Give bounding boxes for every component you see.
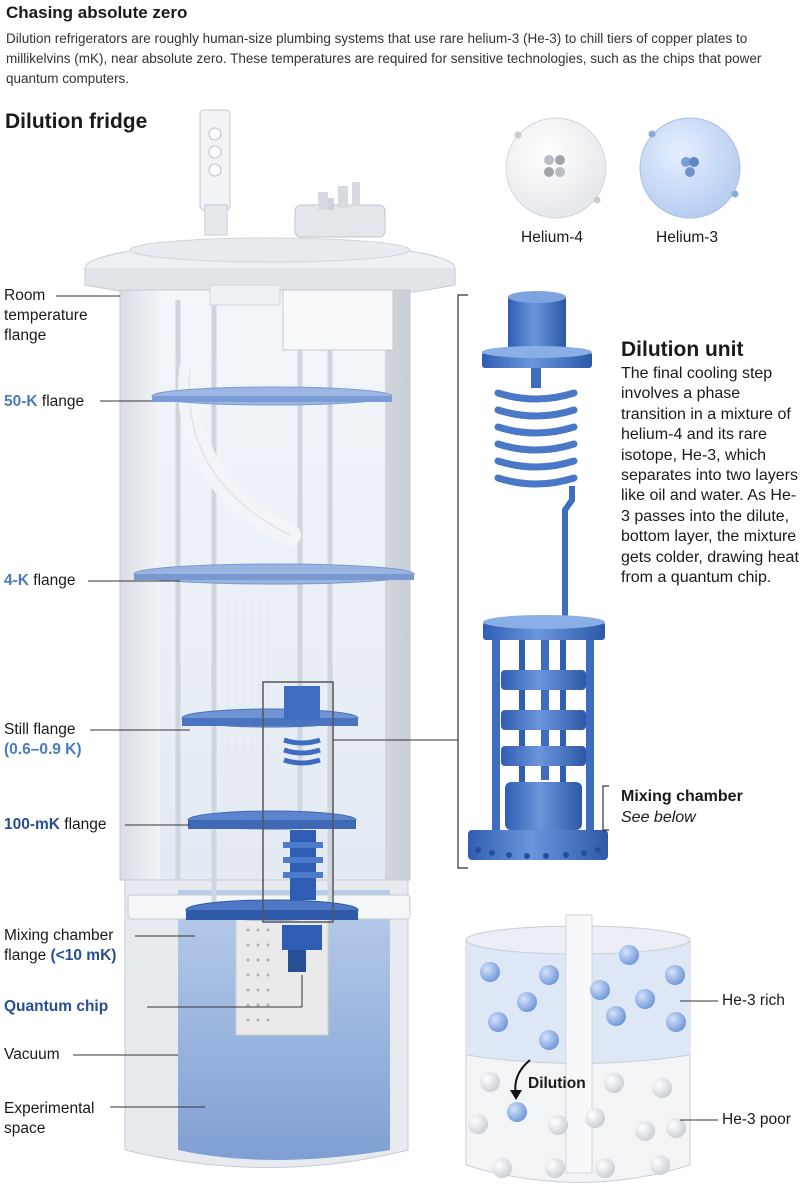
label-4k-flange: 4-K flange (4, 572, 76, 589)
top-ports (294, 182, 386, 238)
label-helium-4: Helium-4 (521, 229, 584, 246)
fridge-title: Dilution fridge (5, 110, 148, 133)
mixing-chamber-see-below: See below (621, 809, 696, 826)
flange-mixing-chamber (185, 899, 359, 921)
mixing-chamber-cutaway (465, 914, 691, 1183)
label-he3-poor: He-3 poor (722, 1111, 791, 1128)
he3-poor-bubbles (468, 1072, 686, 1178)
heat-exchanger-coil (494, 389, 578, 488)
label-experimental-space: Experimental space (4, 1100, 95, 1137)
flange-50k (151, 386, 393, 406)
label-helium-3: Helium-3 (656, 229, 719, 246)
page-title: Chasing absolute zero (6, 3, 188, 22)
feed-tube (565, 914, 593, 1174)
mixing-chamber-shape (505, 782, 582, 830)
top-pump-tube (199, 109, 231, 211)
label-50k-flange: 50-K flange (4, 393, 85, 410)
dilution-unit-illustration (468, 291, 608, 860)
intro-text: Dilution refrigerators are roughly human… (6, 31, 762, 86)
mixing-chamber-bracket (602, 785, 609, 831)
label-he3-rich: He-3 rich (722, 992, 785, 1009)
label-mixing-chamber-flange: Mixing chamber flange (<10 mK) (4, 927, 117, 964)
mixing-chamber-flange-shape (468, 830, 608, 860)
label-vacuum: Vacuum (4, 1046, 60, 1063)
flange-4k (133, 563, 415, 585)
label-100mk-flange: 100-mK flange (4, 816, 107, 833)
dilution-unit-title: Dilution unit (621, 338, 744, 361)
dilution-unit-bracket (457, 294, 468, 869)
label-room-temperature-flange: Room temperature flange (4, 287, 88, 344)
helium-4-atom (505, 117, 607, 219)
label-quantum-chip: Quantum chip (4, 998, 109, 1015)
top-insert (282, 289, 394, 351)
dilution-unit-description: The final cooling step involves a phase … (621, 365, 799, 587)
inner-dilution-unit (282, 686, 323, 950)
label-still-flange: Still flange (0.6–0.9 K) (4, 721, 82, 758)
label-dilution: Dilution (528, 1075, 586, 1092)
flange-still (181, 708, 359, 728)
he3-rich-bubbles (480, 945, 686, 1050)
mixing-chamber-title: Mixing chamber (621, 788, 743, 805)
quantum-chip (288, 950, 306, 972)
dilution-fridge-illustration (84, 109, 456, 1168)
flange-100mk (187, 810, 357, 830)
helium-3-atom (639, 117, 741, 219)
label-leader-lines (56, 295, 458, 1108)
zoom-frame (262, 681, 334, 923)
